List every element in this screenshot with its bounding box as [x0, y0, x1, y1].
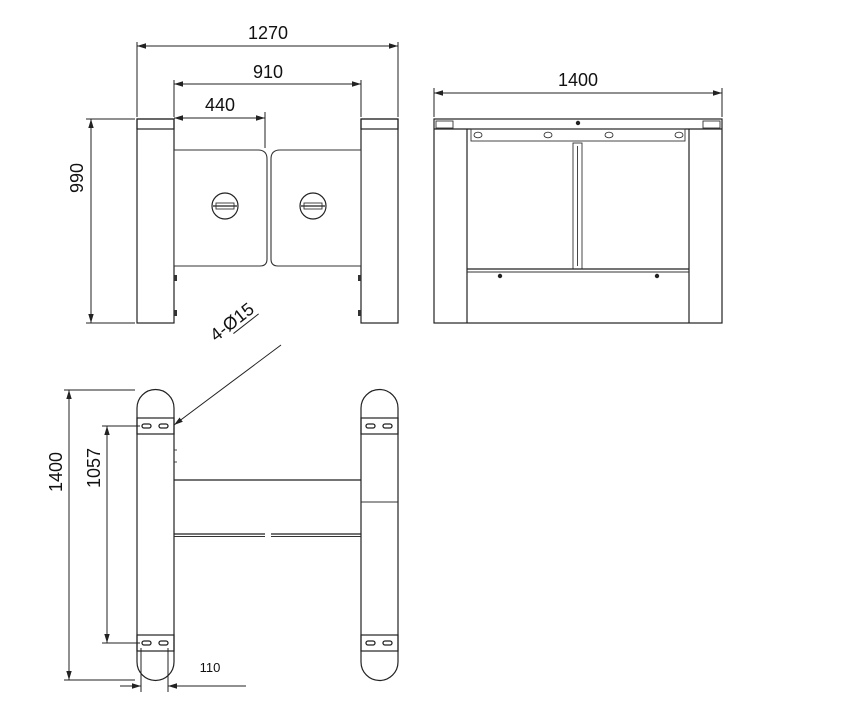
dim-label-990: 990	[67, 163, 87, 193]
front-left-pillar	[136, 118, 175, 324]
plan-view: 4-Ø15 1400 1057 110	[46, 299, 399, 692]
side-view: 1400	[433, 70, 723, 324]
dim-label-plan-1400: 1400	[46, 452, 66, 492]
plan-left-pillar	[136, 388, 175, 682]
plan-mount-plate-top-right	[360, 417, 399, 435]
dim-label-1057: 1057	[84, 448, 104, 488]
front-right-pillar	[360, 118, 399, 324]
front-left-pillar-cap	[136, 118, 175, 130]
anchor-holes-label: 4-Ø15	[206, 299, 258, 346]
side-outer-frame	[433, 118, 723, 324]
dim-label-1270: 1270	[248, 23, 288, 43]
plan-right-pillar	[360, 388, 399, 682]
dim-label-110: 110	[200, 660, 221, 675]
front-left-wing-logo-icon	[211, 192, 239, 220]
front-view: 1270 910 440 990	[67, 23, 399, 324]
front-right-gate-wing	[270, 149, 362, 267]
plan-mount-plate-bottom-right	[360, 634, 399, 652]
dim-label-910: 910	[253, 62, 283, 82]
front-right-pillar-cap	[360, 118, 399, 130]
plan-mount-plate-top-left	[136, 417, 175, 435]
front-right-wing-logo-icon	[299, 192, 327, 220]
dim-label-440: 440	[205, 95, 235, 115]
front-left-gate-wing	[173, 149, 268, 267]
dim-label-side-1400: 1400	[558, 70, 598, 90]
anchor-leader-line	[173, 344, 282, 426]
